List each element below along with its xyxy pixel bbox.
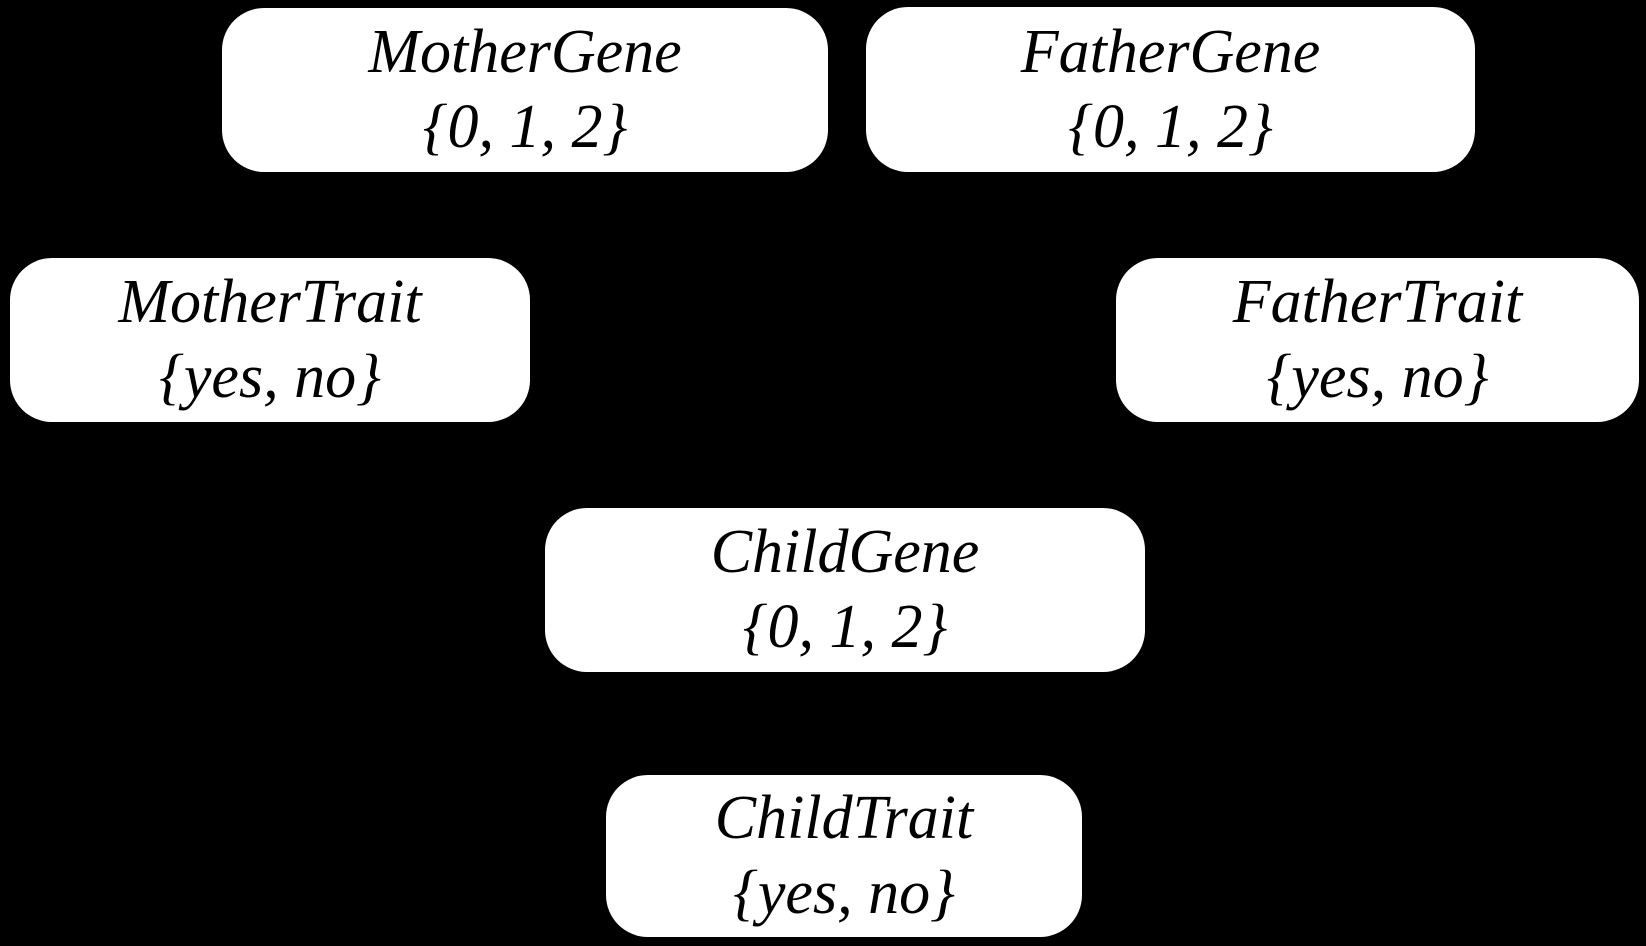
node-child-gene: ChildGene {0, 1, 2} (545, 508, 1145, 672)
node-child-trait: ChildTrait {yes, no} (606, 775, 1082, 937)
node-label: ChildGene (710, 518, 980, 586)
node-domain: {0, 1, 2} (1068, 92, 1273, 161)
node-label: FatherTrait (1232, 268, 1523, 336)
node-label: ChildTrait (714, 784, 974, 852)
node-domain: {yes, no} (1266, 343, 1489, 411)
node-mother-trait: MotherTrait {yes, no} (10, 258, 530, 422)
node-father-gene: FatherGene {0, 1, 2} (866, 7, 1475, 172)
node-mother-gene: MotherGene {0, 1, 2} (222, 8, 828, 172)
node-label: MotherTrait (118, 268, 422, 336)
node-domain: {0, 1, 2} (422, 93, 628, 161)
node-label: FatherGene (1020, 17, 1321, 86)
node-domain: {yes, no} (733, 859, 955, 927)
node-label: MotherGene (368, 18, 682, 86)
node-domain: {0, 1, 2} (742, 593, 948, 661)
node-father-trait: FatherTrait {yes, no} (1116, 258, 1639, 422)
node-domain: {yes, no} (159, 343, 381, 411)
